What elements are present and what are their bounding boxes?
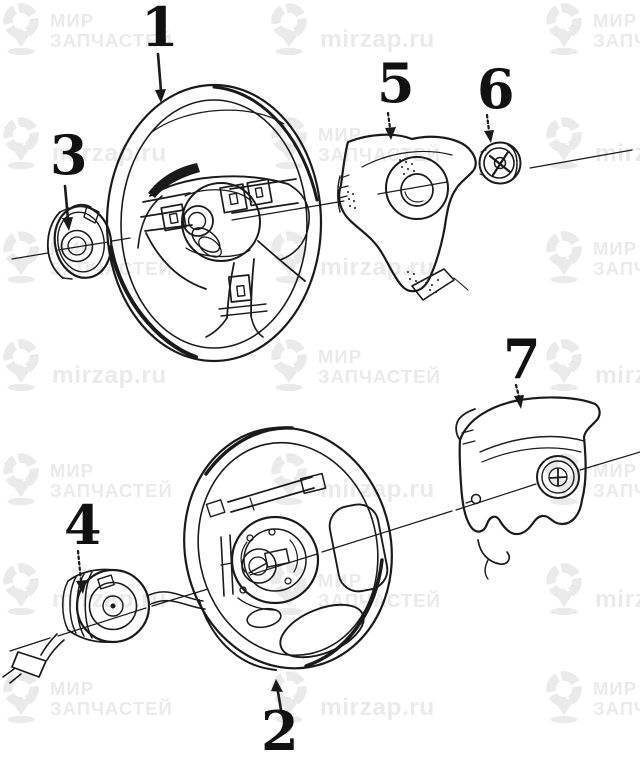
reference-line-upper bbox=[11, 149, 633, 260]
brand-pin-icon bbox=[271, 339, 307, 392]
brand-pin-icon bbox=[3, 231, 39, 284]
callout-label-6: 6 bbox=[477, 57, 515, 121]
callout-arrows bbox=[62, 52, 524, 712]
watermark-site-text: mirzap.ru bbox=[320, 476, 435, 503]
watermark-unit: mirzap.ru bbox=[545, 336, 640, 392]
watermark-site-text: mirzap.ru bbox=[595, 362, 640, 389]
watermark-site-text: mirzap.ru bbox=[52, 140, 167, 167]
reference-line-lower bbox=[9, 451, 640, 652]
brand-pin-icon bbox=[3, 3, 39, 56]
brand-pin-icon bbox=[3, 339, 39, 392]
callout-label-5: 5 bbox=[377, 51, 415, 115]
brand-pin-icon bbox=[546, 671, 582, 724]
steering-wheel-1-drawing bbox=[105, 83, 323, 363]
callout-arrow-4 bbox=[76, 549, 87, 594]
watermark-site-text: mirzap.ru bbox=[52, 362, 167, 389]
brand-pin-icon bbox=[3, 563, 39, 616]
watermark-site-text: mirzap.ru bbox=[595, 140, 640, 167]
callout-arrow-2 bbox=[271, 679, 283, 712]
callout-label-2: 2 bbox=[261, 699, 299, 763]
brand-pin-icon bbox=[546, 231, 582, 284]
callout-arrow-1 bbox=[155, 52, 166, 103]
brand-pin-icon bbox=[271, 563, 307, 616]
watermark-site-text: mirzap.ru bbox=[595, 586, 640, 613]
watermark-site-text: mirzap.ru bbox=[320, 254, 435, 281]
brand-pin-icon bbox=[3, 453, 39, 506]
brand-pin-icon bbox=[546, 563, 582, 616]
watermark-site-text: mirzap.ru bbox=[320, 694, 435, 721]
steering-wheel-2-drawing bbox=[183, 426, 393, 671]
emblem-cap-6-drawing bbox=[478, 141, 522, 185]
callout-label-7: 7 bbox=[503, 327, 541, 391]
pad-texture-dots bbox=[347, 159, 439, 293]
callout-arrow-3 bbox=[62, 184, 73, 231]
brand-pin-icon bbox=[546, 339, 582, 392]
watermark-unit: mirzap.ru bbox=[2, 114, 232, 170]
horn-pad-5-drawing bbox=[337, 133, 477, 301]
callout-label-4: 4 bbox=[64, 493, 102, 557]
callout-arrow-6 bbox=[484, 113, 494, 143]
watermark-unit: mirzap.ru bbox=[270, 668, 500, 724]
brand-pin-icon bbox=[271, 117, 307, 170]
callout-label-3: 3 bbox=[50, 123, 88, 187]
watermark-unit: mirzap.ru bbox=[545, 560, 640, 616]
brand-pin-icon bbox=[271, 3, 307, 56]
watermark-unit: mirzap.ru bbox=[2, 336, 232, 392]
brand-pin-icon bbox=[3, 671, 39, 724]
callout-arrow-5 bbox=[385, 111, 396, 140]
brand-pin-icon bbox=[3, 117, 39, 170]
clockspring-reel-4-drawing bbox=[2, 568, 206, 684]
watermark-unit: mirzap.ru bbox=[270, 0, 500, 56]
watermark-site-text: mirzap.ru bbox=[320, 26, 435, 53]
callout-arrow-7 bbox=[514, 383, 524, 409]
brand-pin-icon bbox=[546, 3, 582, 56]
callout-label-1: 1 bbox=[141, 0, 179, 59]
airbag-module-7-drawing bbox=[455, 396, 601, 580]
